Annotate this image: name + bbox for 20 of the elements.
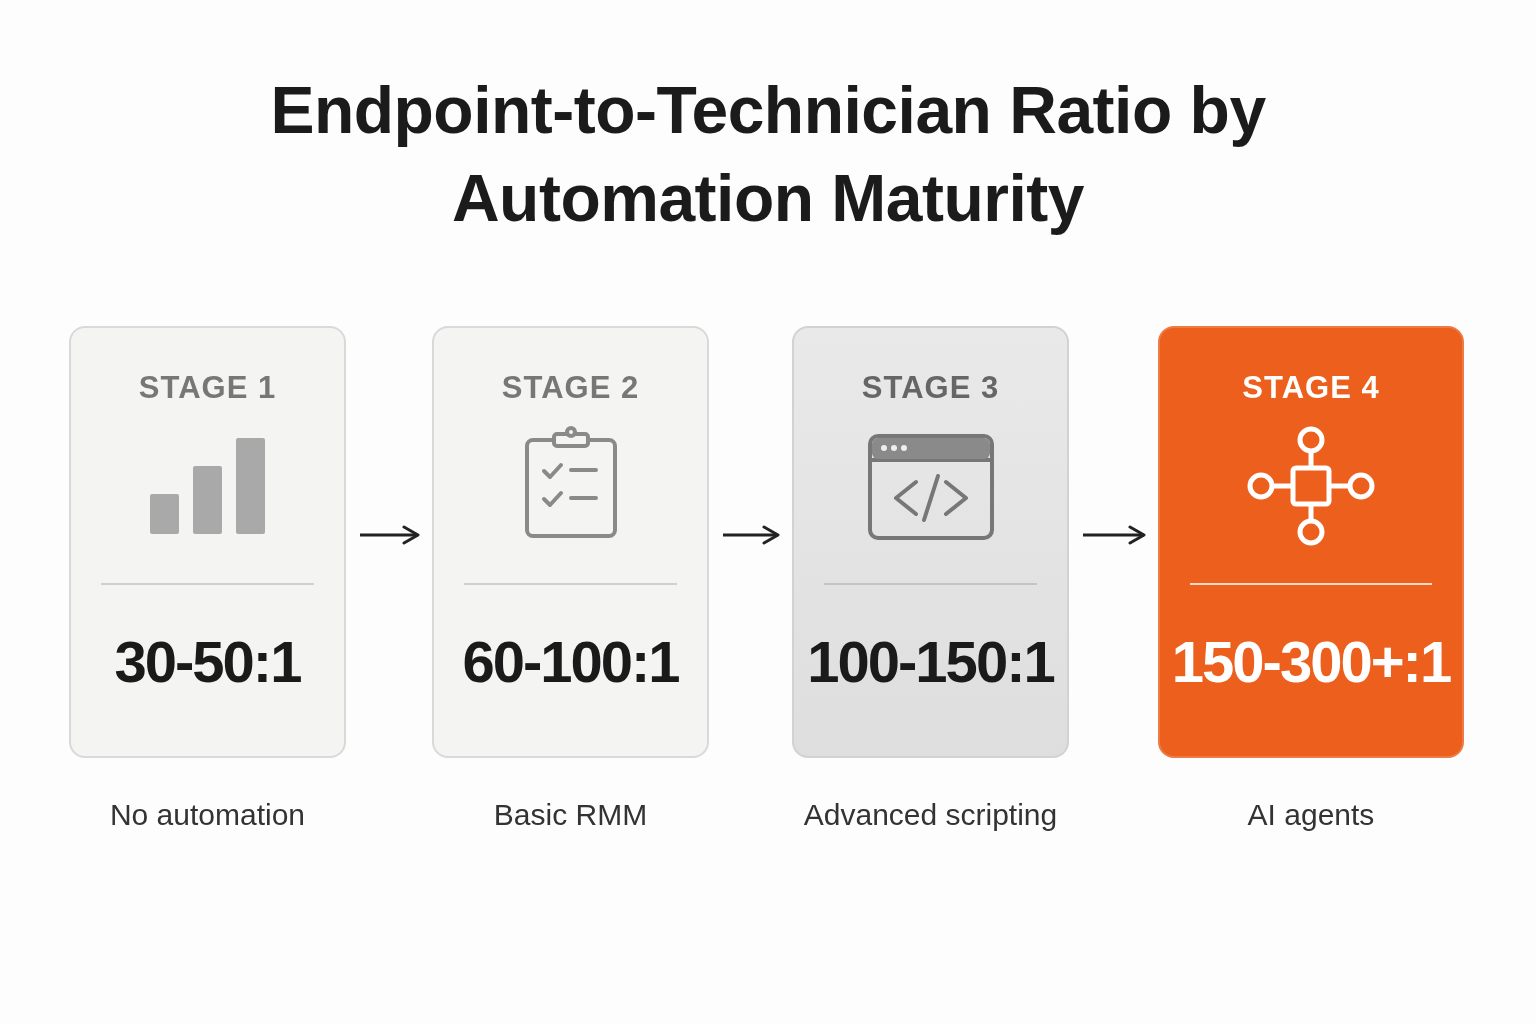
stage-label: STAGE 4 xyxy=(1241,370,1381,406)
ratio-value: 60-100:1 xyxy=(461,628,680,695)
arrow xyxy=(360,525,420,545)
stage-card xyxy=(432,326,709,758)
arrow xyxy=(723,525,780,545)
ratio-value: 100-150:1 xyxy=(806,628,1055,695)
arrow xyxy=(1083,525,1146,545)
stage-card xyxy=(792,326,1069,758)
stage-caption: AI agents xyxy=(1246,798,1376,832)
ratio-value: 30-50:1 xyxy=(113,628,302,695)
stage-label: STAGE 3 xyxy=(860,370,1001,406)
stage-caption: No automation xyxy=(108,798,307,832)
stage-card xyxy=(69,326,346,758)
stage-caption: Basic RMM xyxy=(492,798,649,832)
stage-caption: Advanced scripting xyxy=(802,798,1059,832)
stage-label: STAGE 1 xyxy=(137,370,278,406)
title: Endpoint-to-Technician Ratio by Automation Maturity xyxy=(269,72,1267,237)
stage-label: STAGE 2 xyxy=(500,370,641,406)
stage-card xyxy=(1158,326,1464,758)
ratio-value: 150-300+:1 xyxy=(1170,628,1452,695)
